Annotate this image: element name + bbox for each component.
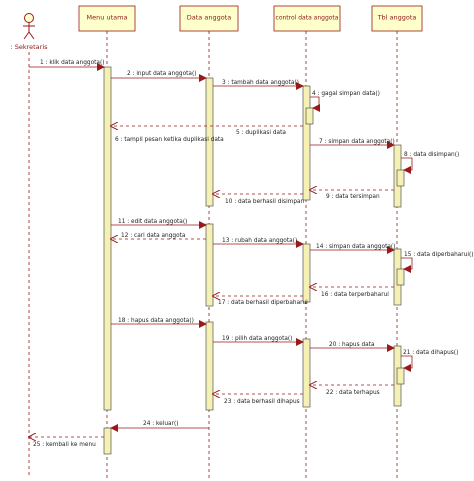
lifeline-label-menu-utama: Menu utama: [87, 14, 128, 22]
message-label-3: 3 : tambah data anggota(): [222, 80, 299, 86]
actor-name: : Sekretaris: [10, 43, 48, 51]
activation-tbl-2-self: [396, 268, 405, 286]
message-line-15: [401, 257, 413, 273]
lifeline-box-menu-utama: [78, 5, 136, 32]
lifeline-tbl-anggota: Tbl anggota: [371, 5, 423, 478]
actor-sekretaris: : Sekretaris: [10, 13, 48, 478]
activation-control-1: [302, 85, 311, 201]
activation-data-1: [205, 77, 214, 207]
message-label-7: 7 : simpan data anggota(): [319, 139, 395, 145]
activation-data-3: [205, 321, 214, 411]
lifeline-box-tbl-anggota: [371, 5, 423, 32]
message-label-8: 8 : data disimpan(): [404, 152, 459, 158]
message-label-19: 19 : pilih data anggota(): [222, 336, 292, 342]
actor-leg-right: [28, 31, 35, 40]
message-label-10: 10 : data berhasil disimpan: [225, 199, 305, 205]
message-label-15: 15 : data diperbaharui(): [404, 252, 473, 258]
message-label-2: 2 : input data anggota(): [127, 71, 196, 77]
lifeline-label-data-anggota: Data anggota: [187, 14, 231, 22]
message-line-21: [401, 355, 413, 372]
message-label-5: 5 : duplikasi data: [236, 130, 286, 136]
message-label-9: 9 : data tersimpan: [326, 194, 380, 200]
activation-tbl-3-self: [396, 367, 405, 385]
message-label-6: 6 : tampil pesan ketika duplikasi data: [115, 137, 224, 143]
message-labels: 1 : klik data anggota() 2 : input data a…: [33, 60, 473, 448]
lifeline-menu-utama: Menu utama: [78, 5, 136, 478]
activation-menu-main: [103, 66, 112, 411]
actor-leg-left: [23, 31, 30, 40]
message-label-23: 23 : data berhasil dihapus: [224, 399, 300, 405]
activation-control-3: [302, 338, 311, 408]
activation-data-2: [205, 223, 214, 307]
message-label-16: 16 : data terperbaharui: [321, 292, 389, 298]
message-label-25: 25 : kembali ke menu: [33, 442, 96, 448]
message-label-24: 24 : keluar(): [143, 421, 178, 427]
activation-control-1-self: [305, 107, 314, 125]
message-label-17: 17 : data berhasil diperbaharui: [218, 300, 308, 306]
lifeline-label-control-data-anggota: control data anggota: [276, 15, 339, 22]
lifeline-box-control-data-anggota: [273, 5, 341, 32]
message-label-20: 20 : hapus data: [329, 342, 375, 348]
message-line-8: [401, 157, 413, 174]
actor-head: [24, 13, 34, 23]
activation-tbl-1-self: [396, 169, 405, 187]
message-label-12: 12 : cari data anggota: [121, 233, 186, 239]
message-label-14: 14 : simpan data anggota(): [316, 244, 395, 250]
message-label-13: 13 : rubah data anggota(): [222, 238, 297, 244]
lifeline-label-tbl-anggota: Tbl anggota: [377, 14, 417, 22]
activation-control-2: [302, 243, 311, 303]
message-line-4: [310, 96, 320, 112]
message-label-18: 18 : hapus data anggota(): [118, 318, 194, 324]
activation-bars: [103, 66, 405, 455]
message-lines: [29, 63, 413, 437]
message-label-11: 11 : edit data anggota(): [118, 219, 187, 225]
message-label-22: 22 : data terhapus: [326, 390, 380, 396]
message-label-21: 21 : data dihapus(): [403, 350, 458, 356]
message-label-4: 4 : gagal simpan data(): [312, 91, 380, 97]
activation-menu-exit: [103, 427, 112, 455]
message-label-1: 1 : klik data anggota(): [40, 60, 105, 66]
